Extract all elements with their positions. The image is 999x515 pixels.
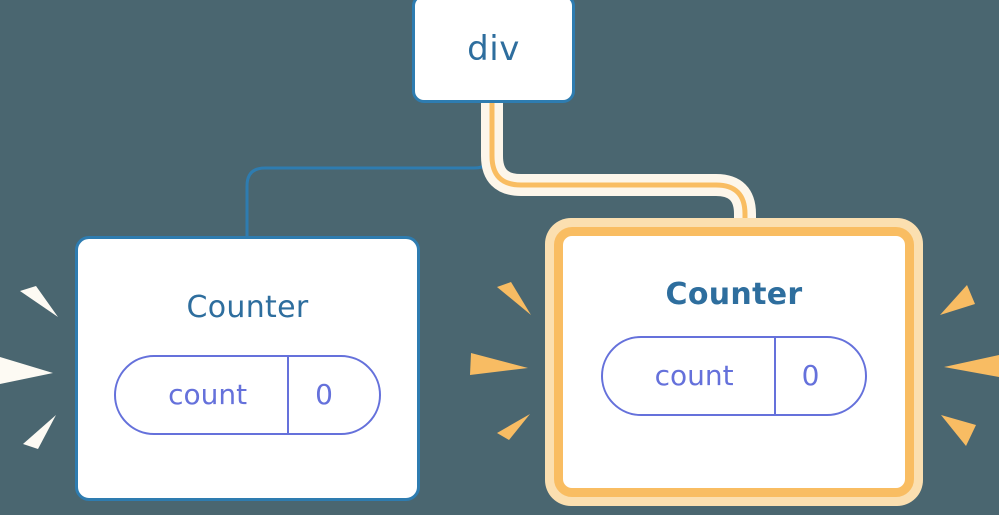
sparkle-amber-mid-top: [497, 282, 531, 315]
node-counter-right-inner: Counter count 0: [554, 227, 914, 497]
sparkle-amber-right-top: [940, 285, 975, 315]
node-counter-left[interactable]: Counter count 0: [75, 236, 420, 501]
state-pill-left: count 0: [114, 355, 381, 435]
node-counter-left-title: Counter: [186, 290, 309, 325]
edge-div-to-counter-right: [489, 100, 748, 246]
state-value-right: 0: [773, 338, 866, 414]
state-key-right: count: [654, 359, 734, 392]
sparkle-white-bottom: [23, 415, 56, 449]
state-value-left: 0: [287, 357, 379, 433]
sparkle-right-group: [940, 285, 999, 446]
node-div[interactable]: div: [412, 0, 575, 103]
sparkle-white-middle: [0, 357, 53, 384]
sparkle-left-group: [0, 286, 58, 449]
node-counter-right-highlighted[interactable]: Counter count 0: [545, 218, 923, 506]
sparkle-amber-mid-middle: [470, 353, 528, 375]
sparkle-middle-group: [470, 282, 531, 440]
sparkle-right-middle: [944, 355, 999, 377]
sparkle-amber-mid-bottom: [497, 414, 530, 440]
node-div-label: div: [467, 28, 520, 69]
sparkle-white-top: [20, 286, 58, 317]
state-key-left: count: [168, 378, 248, 411]
sparkle-amber-right-bottom: [941, 415, 976, 446]
node-counter-right-title: Counter: [665, 277, 803, 312]
state-pill-right: count 0: [600, 336, 868, 416]
